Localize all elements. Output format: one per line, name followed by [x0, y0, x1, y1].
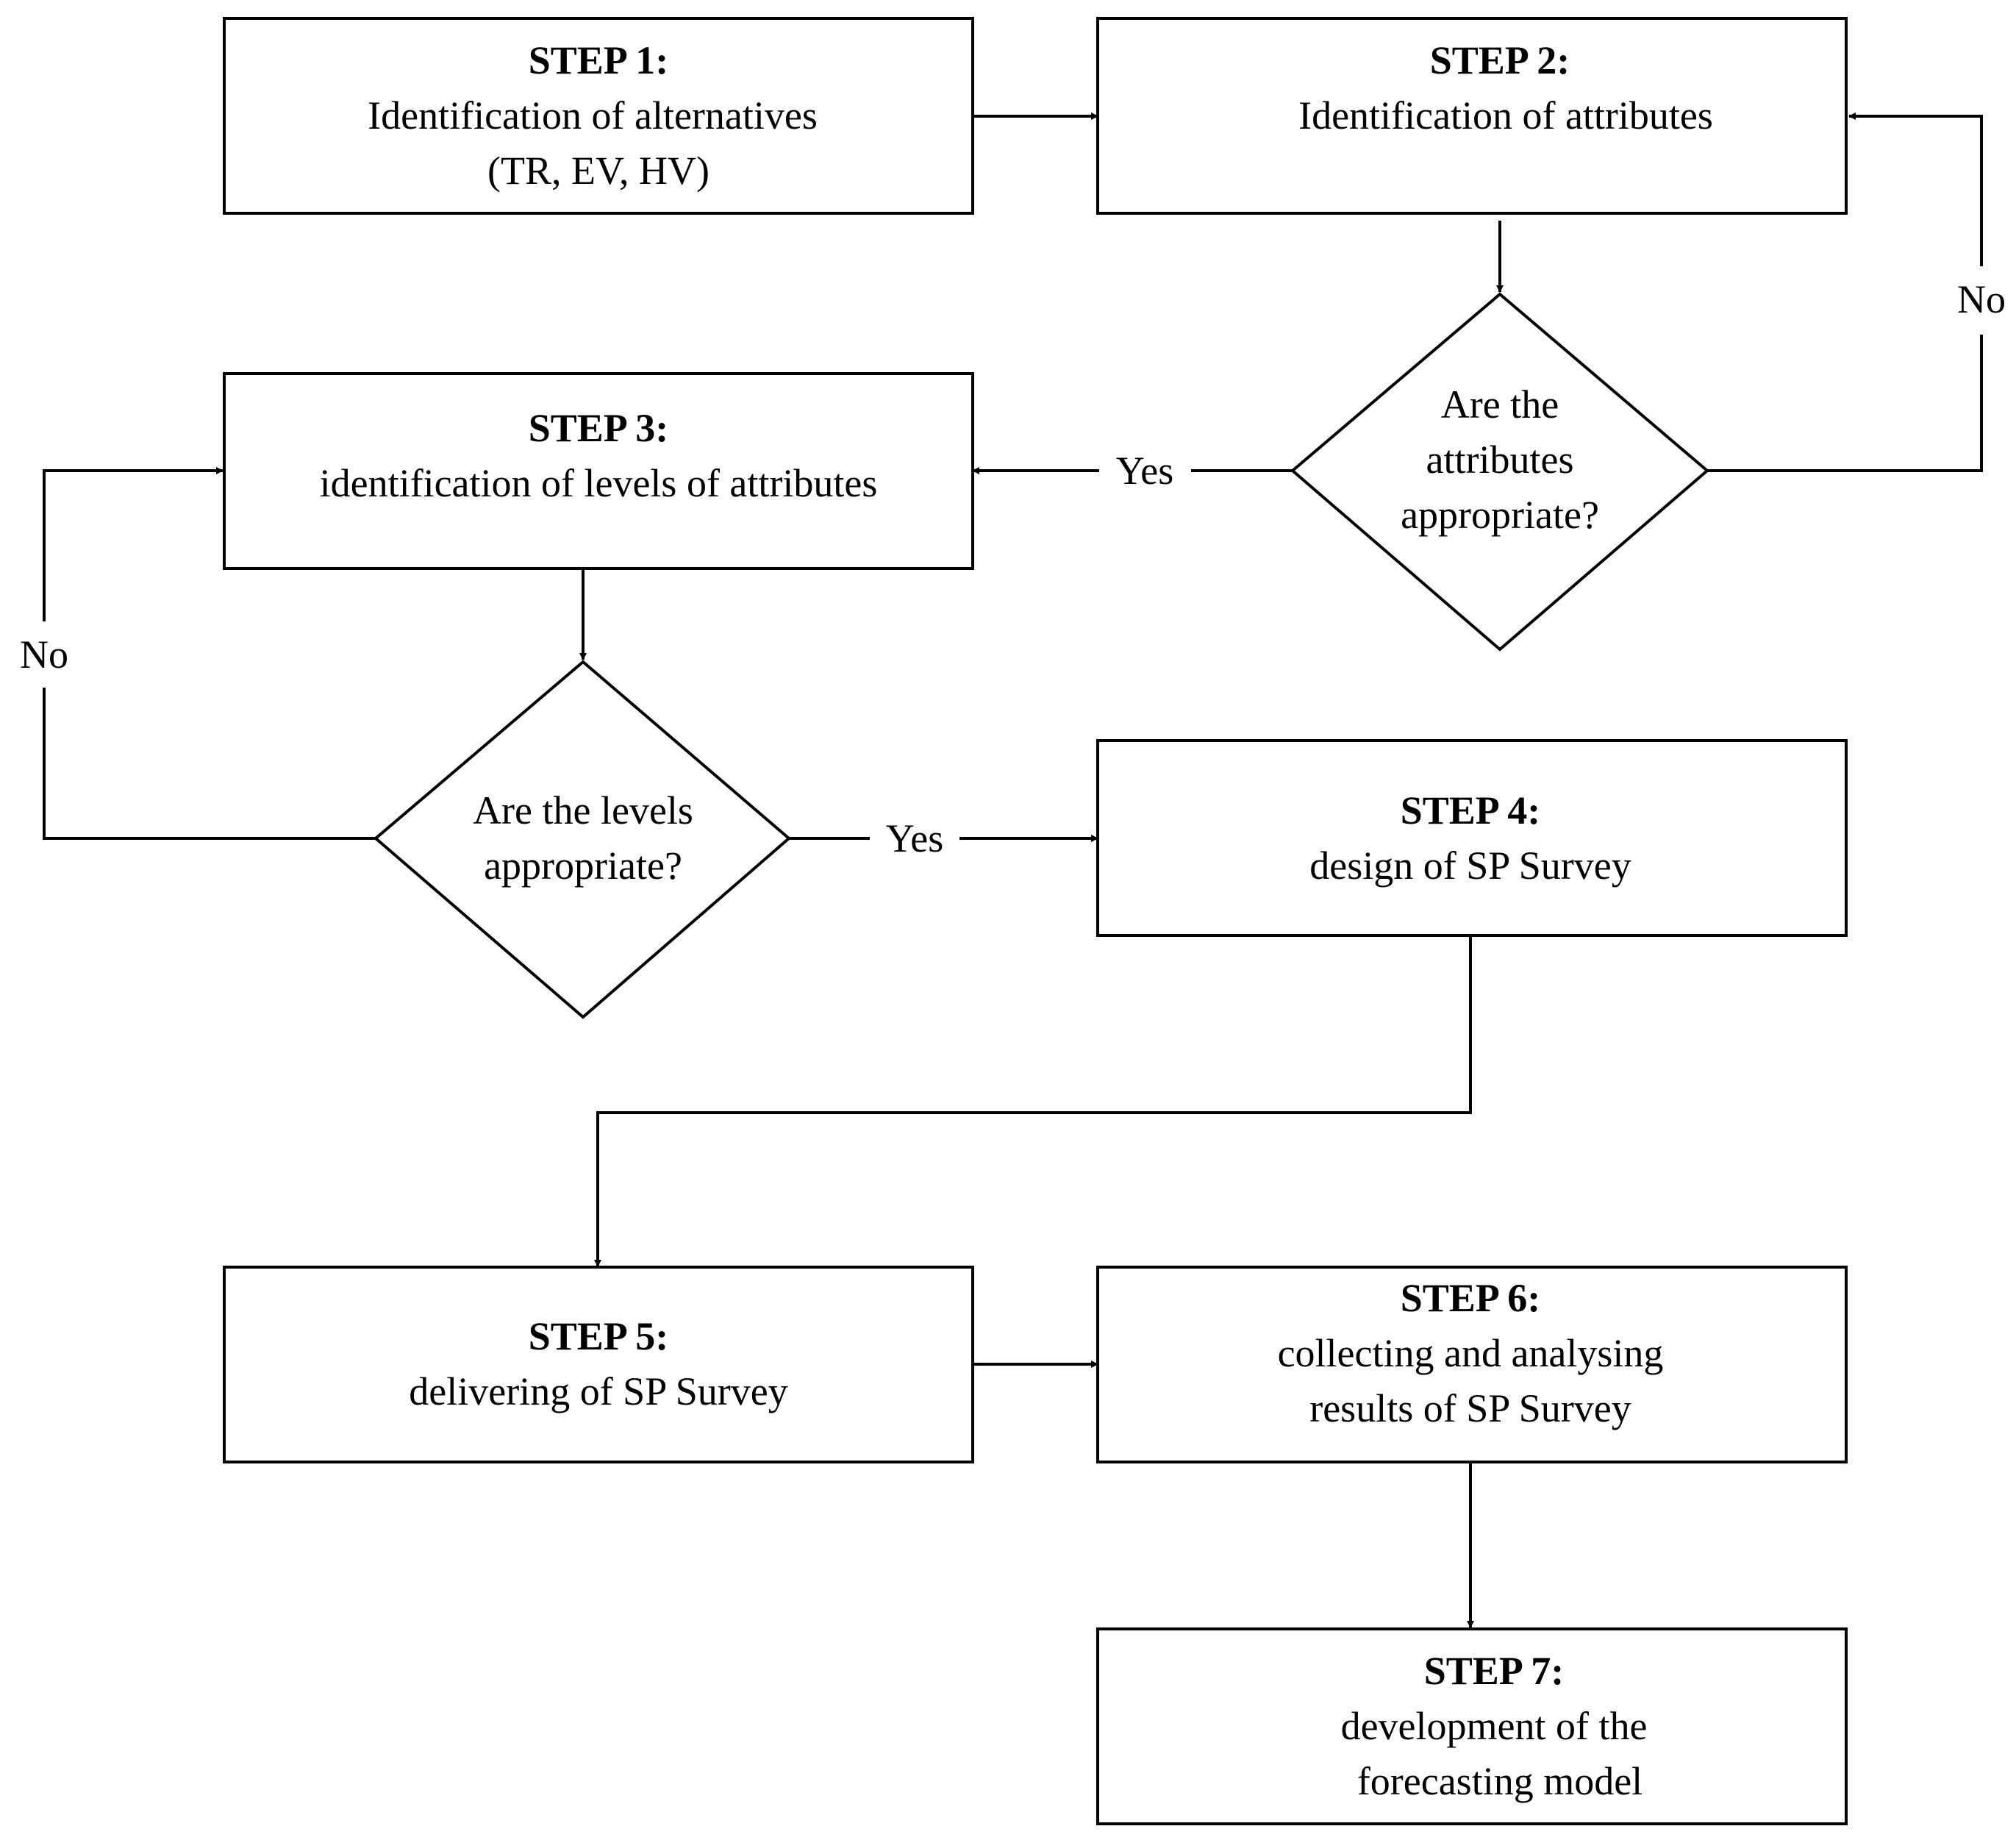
step7-line-1: development of the: [1341, 1704, 1648, 1748]
step3-title: STEP 3:: [529, 406, 669, 450]
step2-title: STEP 2:: [1430, 38, 1570, 82]
step7-title: STEP 7:: [1424, 1649, 1565, 1693]
decision-levels-line-1: Are the levels: [473, 788, 693, 832]
arrow-decision-levels-no-to-step3: [43, 688, 376, 840]
step6-box: STEP 6: collecting and analysing results…: [1096, 1266, 1848, 1463]
edge-label-attributes-no: No: [1957, 277, 2006, 321]
step1-line-1: Identification of alternatives: [368, 93, 818, 138]
step5-title: STEP 5:: [529, 1314, 669, 1358]
decision-attributes: Are the attributes appropriate?: [1290, 292, 1710, 652]
step7-box: STEP 7: development of the forecasting m…: [1096, 1627, 1848, 1825]
step2-line-1: Identification of attributes: [1298, 93, 1713, 138]
step1-line-2: (TR, EV, HV): [487, 149, 709, 193]
decision-levels-line-2: appropriate?: [484, 844, 682, 888]
arrow-decision-attributes-no-to-step2: [1707, 335, 1983, 472]
decision-attributes-line-3: appropriate?: [1401, 493, 1599, 537]
decision-attributes-line-2: attributes: [1426, 438, 1574, 482]
step5-box: STEP 5: delivering of SP Survey: [223, 1266, 974, 1463]
step5-line-1: delivering of SP Survey: [409, 1369, 787, 1413]
step6-line-2: results of SP Survey: [1309, 1386, 1631, 1430]
step6-title: STEP 6:: [1401, 1276, 1541, 1320]
edge-label-attributes-yes: Yes: [1116, 449, 1174, 493]
step1-title: STEP 1:: [529, 38, 669, 82]
step3-box: STEP 3: identification of levels of attr…: [223, 372, 974, 570]
step7-line-2: forecasting model: [1357, 1759, 1643, 1803]
step2-box: STEP 2: Identification of attributes: [1096, 17, 1848, 215]
step4-box: STEP 4: design of SP Survey: [1096, 739, 1848, 937]
step1-box: STEP 1: Identification of alternatives (…: [223, 17, 974, 215]
arrow-step4-to-step5: [594, 935, 1472, 1267]
step4-title: STEP 4:: [1401, 788, 1541, 832]
step6-line-1: collecting and analysing: [1278, 1331, 1664, 1375]
arrow-decision-levels-no-to-step3-b: [43, 467, 224, 621]
arrow-decision-attributes-no-to-step2-b: [1848, 113, 1983, 266]
step3-line-1: identification of levels of attributes: [320, 461, 878, 505]
step4-line-1: design of SP Survey: [1309, 844, 1631, 888]
edge-label-levels-yes: Yes: [886, 816, 944, 860]
edge-label-levels-no: No: [20, 632, 68, 677]
decision-attributes-line-1: Are the: [1441, 382, 1559, 427]
decision-levels: Are the levels appropriate?: [373, 660, 792, 1019]
